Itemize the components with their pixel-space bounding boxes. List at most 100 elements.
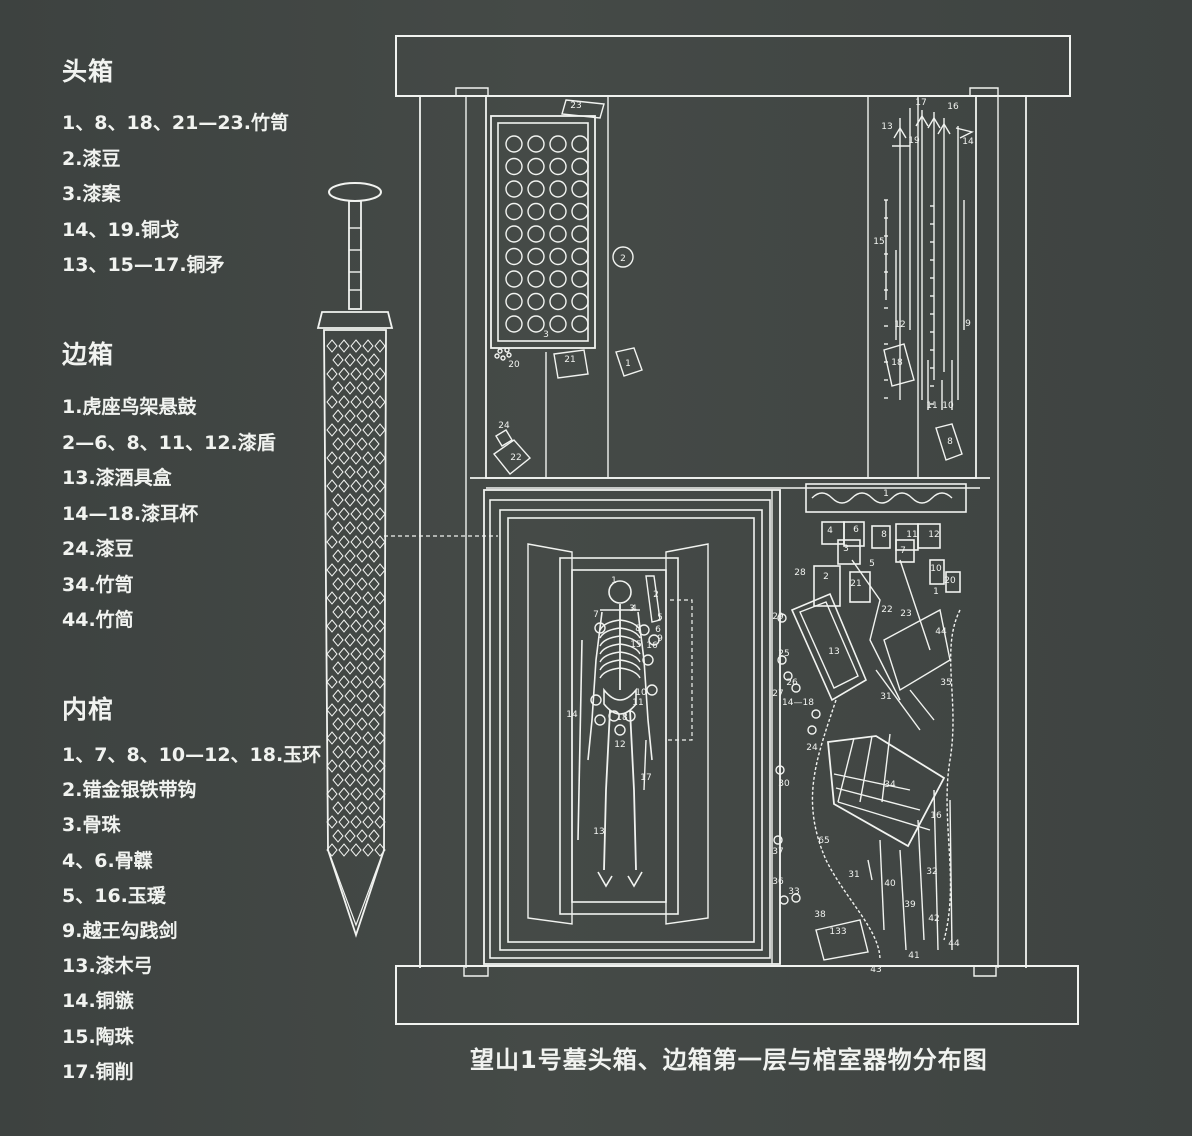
blade-diamond <box>368 717 380 731</box>
blade-diamond <box>356 381 368 395</box>
head-box-legend-item: 13、15—17.铜矛 <box>62 254 225 276</box>
blade-diamond <box>362 535 374 549</box>
blade-diamond <box>356 633 368 647</box>
rib-right <box>619 643 641 655</box>
blade-diamond <box>356 521 368 535</box>
blade-diamond <box>332 465 344 479</box>
inner-coffin-legend-item: 2.错金银铁带钩 <box>62 779 197 802</box>
blade-diamond <box>338 479 350 493</box>
blade-diamond <box>350 787 362 801</box>
blade-diamond <box>344 801 356 815</box>
side-box-item-label: 14—18 <box>782 698 814 708</box>
side-box-item-label: 6 <box>853 525 859 535</box>
blade-diamond <box>338 647 350 661</box>
bamboo-basket-circle <box>505 292 523 311</box>
blade-diamond <box>356 549 368 563</box>
blade-diamond <box>374 423 386 437</box>
inner-coffin-legend-item: 17.铜削 <box>62 1060 134 1083</box>
blade-diamond <box>350 395 362 409</box>
bamboo-basket-circle <box>527 135 545 153</box>
blade-diamond <box>368 773 380 787</box>
bamboo-basket-circle <box>527 315 545 333</box>
blade-diamond <box>344 633 356 647</box>
blade-diamond <box>338 675 350 689</box>
basket-grid <box>835 787 921 811</box>
left-foot <box>597 871 613 888</box>
blade-diamond <box>350 367 362 381</box>
side-box-heading: 边箱 <box>62 340 115 369</box>
spear-head <box>915 114 929 127</box>
blade-diamond <box>356 493 368 507</box>
side-box-legend-item: 1.虎座鸟架悬鼓 <box>62 396 197 418</box>
blade-diamond <box>374 339 386 353</box>
blade-diamond <box>350 647 362 661</box>
blade-diamond <box>362 619 374 633</box>
blade-diamond <box>368 661 380 675</box>
coffin-item-label: 17 <box>640 773 651 783</box>
blade-diamond <box>350 563 362 577</box>
coffin-item-label: 3 <box>629 604 635 614</box>
head-box-item-label: 19 <box>908 136 920 146</box>
drum-stand <box>805 483 967 513</box>
blade-diamond <box>356 409 368 423</box>
bamboo-basket-circle <box>505 315 523 333</box>
head-box <box>470 95 990 489</box>
small-cup <box>775 765 785 775</box>
inner-coffin-legend-item: 5、16.玉瑗 <box>62 884 166 907</box>
coffin-item-label: 15 <box>630 640 641 650</box>
rib-right <box>619 635 641 647</box>
coffin-item-label: 18 <box>616 713 628 723</box>
coffin-item-label: 2 <box>653 590 659 600</box>
coffin-item-label: 6 <box>655 625 661 635</box>
blade-diamond <box>344 577 356 591</box>
head-box-item-label: 18 <box>891 358 903 368</box>
jade-ring <box>638 624 650 636</box>
coffin-item-label: 11 <box>632 698 643 708</box>
side-box-item-label: 1 <box>883 489 889 499</box>
bamboo-basket-circle <box>527 225 545 243</box>
bamboo-basket-circle <box>571 180 589 198</box>
rib-right <box>619 627 641 639</box>
blade-diamond <box>332 717 344 731</box>
bamboo-basket-circle <box>527 157 545 176</box>
blade-diamond <box>368 521 380 535</box>
side-box-legend-item: 14—18.漆耳杯 <box>62 502 199 525</box>
jade-ring <box>648 634 660 646</box>
sword-position-outline <box>666 599 693 741</box>
blade-diamond <box>326 703 338 717</box>
side-box-item-label: 7 <box>900 546 906 556</box>
side-box-item-label: 8 <box>881 530 887 540</box>
blade-diamond <box>374 395 386 409</box>
side-box-item-label: 34 <box>884 780 896 790</box>
head-box-item-label: 15 <box>873 237 884 247</box>
blade-diamond <box>350 423 362 437</box>
blade-diamond <box>374 591 386 605</box>
bamboo-basket-circle <box>505 135 523 153</box>
blade-diamond <box>332 437 344 451</box>
side-box-legend-item: 34.竹笥 <box>62 573 134 596</box>
blade-diamond-pattern <box>326 339 386 857</box>
blade-diamond <box>350 843 362 857</box>
bamboo-basket-18 <box>883 343 915 387</box>
blade-diamond <box>332 773 344 787</box>
lacquer-table <box>490 115 596 349</box>
spear-head <box>927 116 941 129</box>
bamboo-basket-circle <box>505 247 523 266</box>
blade-diamond <box>344 773 356 787</box>
blade-diamond <box>374 367 386 381</box>
blade-diamond <box>356 465 368 479</box>
blade-diamond <box>338 787 350 801</box>
blade-diamond <box>362 479 374 493</box>
blade-diamond <box>374 731 386 745</box>
lacquer-table-inner <box>497 122 589 342</box>
rib-left <box>599 643 621 655</box>
blade-diamond <box>356 689 368 703</box>
side-box-item-label: 21 <box>850 579 861 589</box>
blade-diamond <box>344 409 356 423</box>
blade-diamond <box>362 759 374 773</box>
head-box-legend-item: 14、19.铜戈 <box>62 218 180 241</box>
blade-diamond <box>356 773 368 787</box>
drum-stand-pattern <box>811 492 953 504</box>
small-cup <box>811 709 821 719</box>
bamboo-basket-circle <box>527 270 545 288</box>
